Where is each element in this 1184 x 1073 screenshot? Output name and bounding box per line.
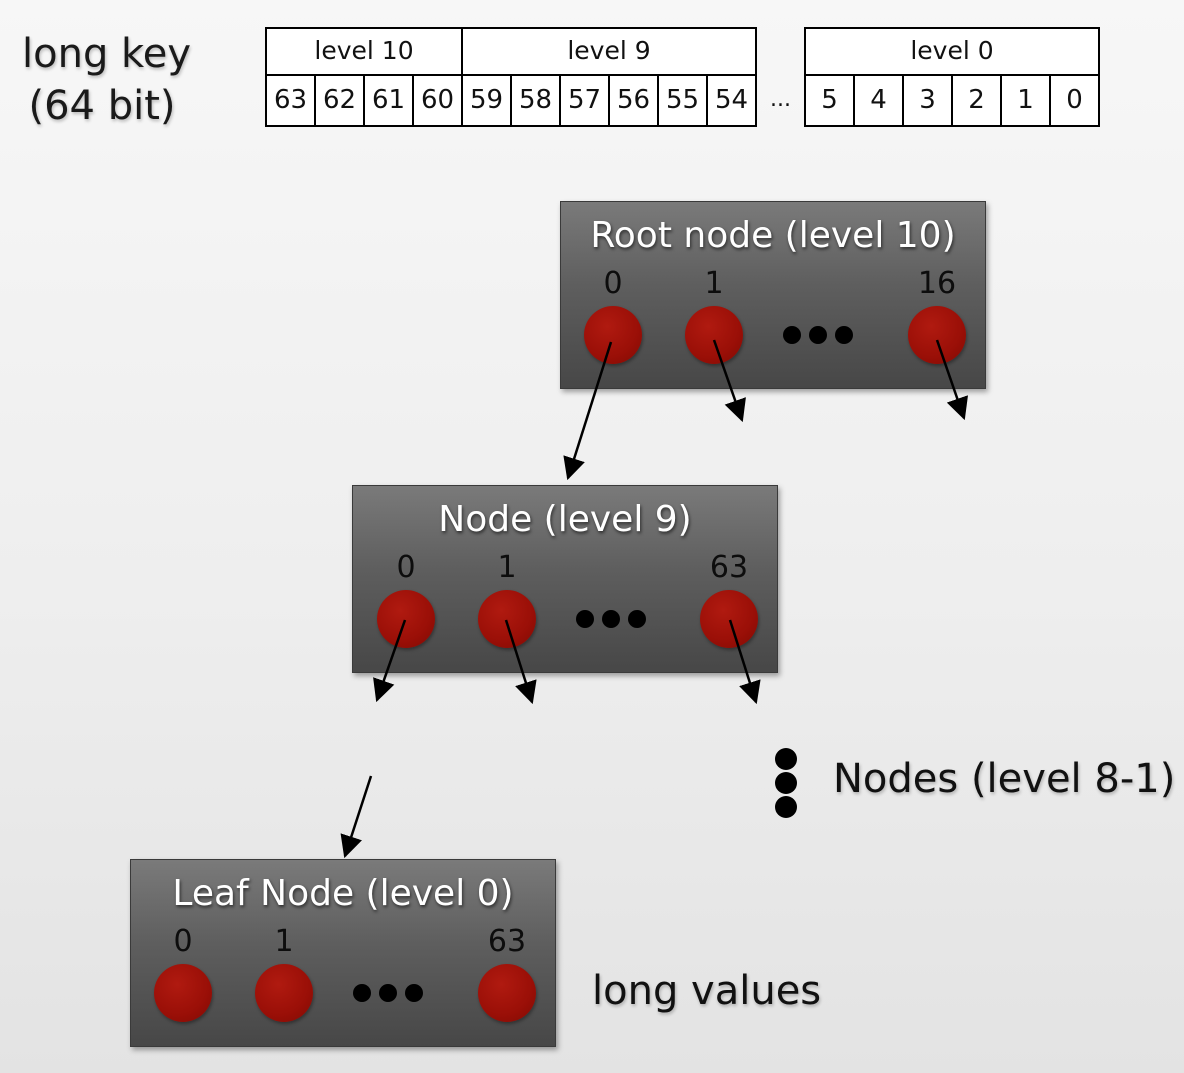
arrow-root-slot0 <box>563 341 613 481</box>
level9-slot-label: 63 <box>709 550 749 585</box>
key-bit-cell: 63 <box>265 74 316 127</box>
leaf-value-slot <box>255 964 313 1022</box>
key-bit-cell: 2 <box>951 74 1002 127</box>
root-slot-label: 16 <box>917 266 957 301</box>
arrow-to-leaf <box>340 775 373 859</box>
key-bit-cell: 5 <box>804 74 855 127</box>
arrow-level9-slot63 <box>728 619 761 705</box>
key-bit-cell: 61 <box>363 74 414 127</box>
root-slot-label: 1 <box>704 266 724 301</box>
root-node-title: Root node (level 10) <box>590 215 956 256</box>
leaf-value-slot <box>154 964 212 1022</box>
arrow-root-slot16 <box>935 339 969 421</box>
level9-slot-label: 1 <box>497 550 517 585</box>
key-bit-cell: 0 <box>1049 74 1100 127</box>
long-key-title-line2: (64 bit) <box>28 83 176 129</box>
level9-slot-pointer <box>700 590 758 648</box>
leaf-node-title: Leaf Node (level 0) <box>172 873 514 914</box>
key-bit-cell: 55 <box>657 74 708 127</box>
key-level-9: level 9 <box>461 27 757 76</box>
arrow-root-slot1 <box>712 339 746 423</box>
vertical-ellipsis-icon <box>775 748 797 818</box>
leaf-slot-ellipsis <box>353 984 423 1002</box>
key-bit-ellipsis: ... <box>770 87 791 112</box>
root-slot-pointer <box>908 306 966 364</box>
long-values-label: long values <box>592 968 822 1014</box>
key-bit-cell: 57 <box>559 74 610 127</box>
level9-slot-pointer <box>478 590 536 648</box>
leaf-node: Leaf Node (level 0) 0 1 63 <box>130 859 556 1047</box>
level9-node-title: Node (level 9) <box>438 499 692 540</box>
root-node: Root node (level 10) 0 1 16 <box>560 201 986 389</box>
middle-nodes-label: Nodes (level 8-1) <box>833 756 1176 802</box>
leaf-value-slot <box>478 964 536 1022</box>
root-slot-pointer <box>685 306 743 364</box>
level9-slot-label: 0 <box>396 550 416 585</box>
root-slot-label: 0 <box>603 266 623 301</box>
long-key-title: long key (64 bit) <box>22 28 192 132</box>
root-slot-pointer <box>584 306 642 364</box>
leaf-slot-label: 0 <box>173 924 193 959</box>
key-bit-cell: 59 <box>461 74 512 127</box>
arrow-level9-slot0 <box>373 619 407 703</box>
level9-node: Node (level 9) 0 1 63 <box>352 485 778 673</box>
leaf-slot-label: 1 <box>274 924 294 959</box>
arrow-level9-slot1 <box>504 619 537 705</box>
key-bit-cell: 54 <box>706 74 757 127</box>
key-bit-cell: 1 <box>1000 74 1051 127</box>
long-key-title-line1: long key <box>22 31 192 77</box>
level9-slot-ellipsis <box>576 610 646 628</box>
root-slot-ellipsis <box>783 326 853 344</box>
leaf-slot-label: 63 <box>487 924 527 959</box>
level9-slot-pointer <box>377 590 435 648</box>
